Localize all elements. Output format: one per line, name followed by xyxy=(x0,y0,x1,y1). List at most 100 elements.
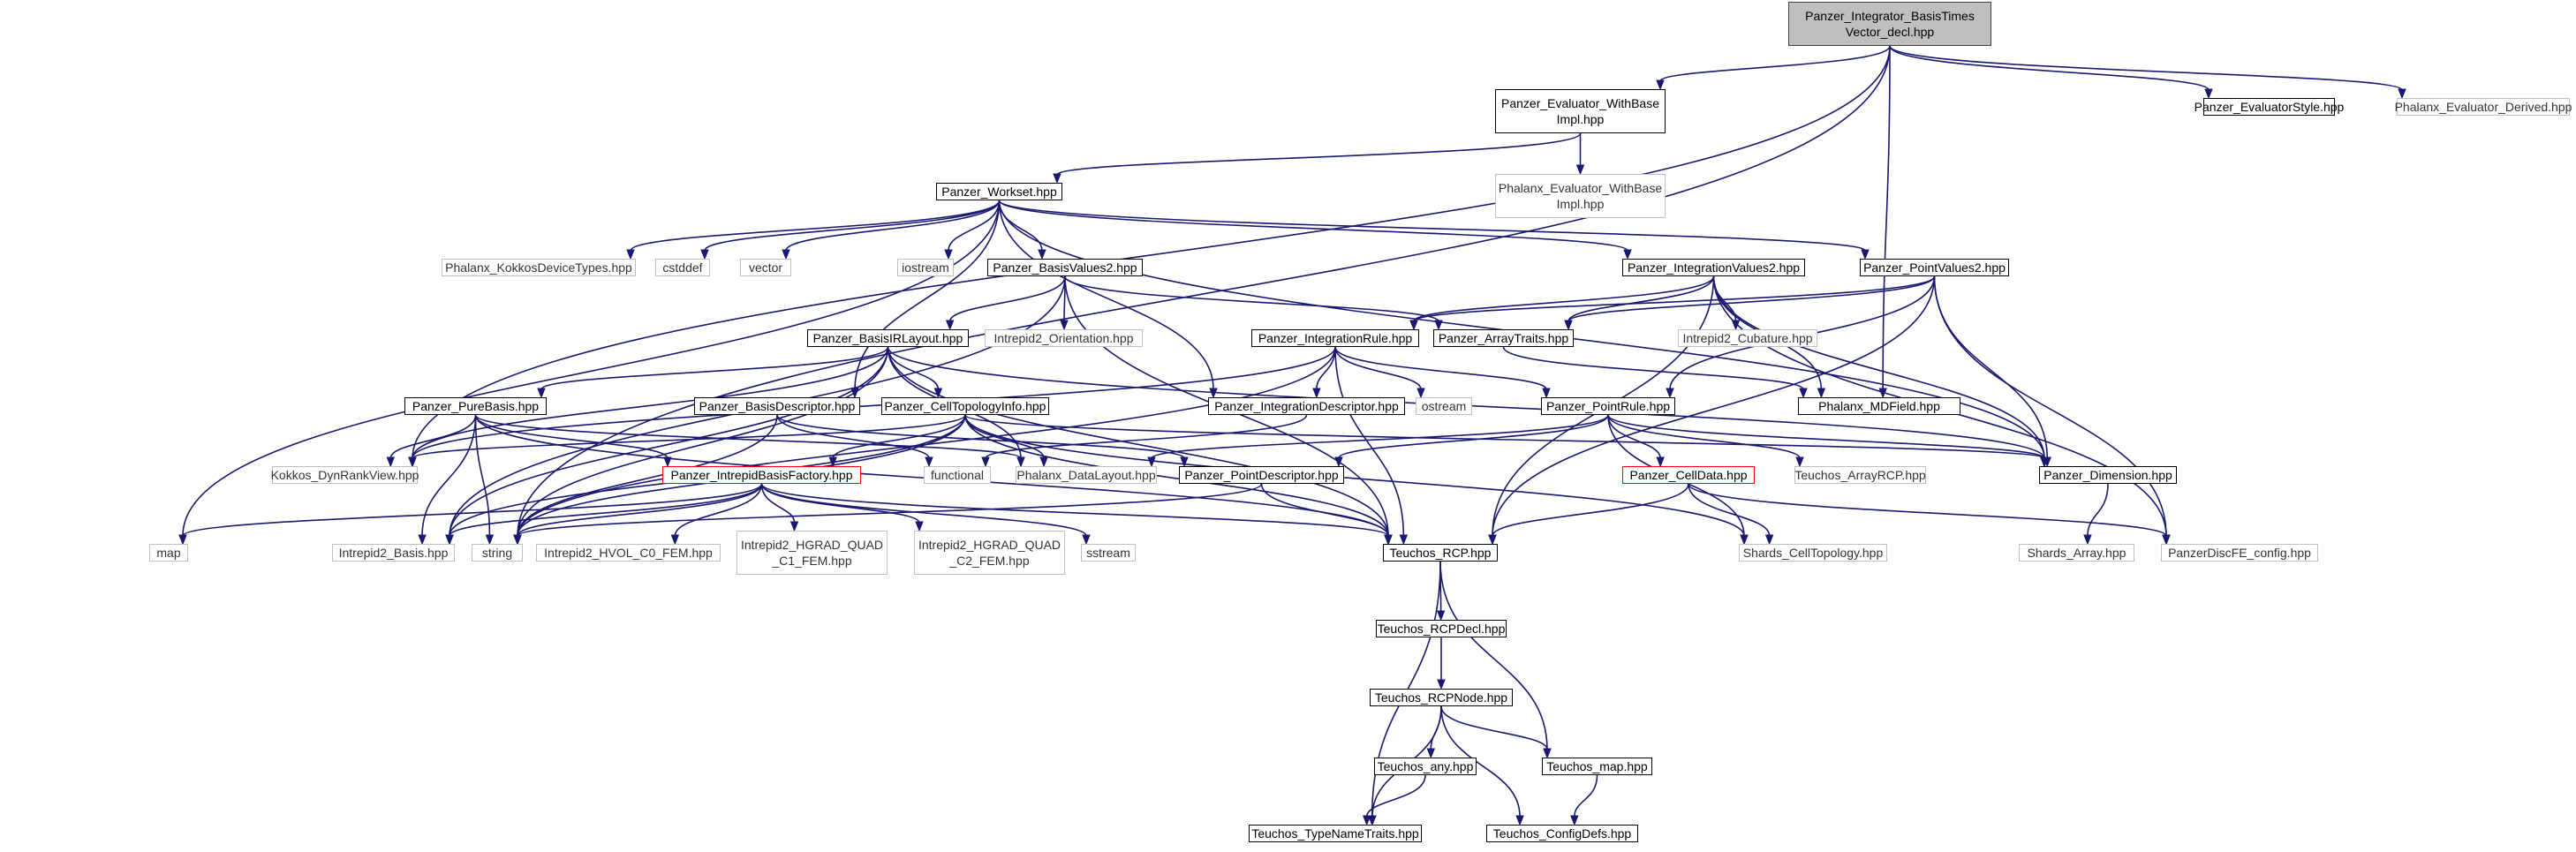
edge-purebasis-to-dynrank xyxy=(389,414,477,459)
edge-arraytraits-to-mdfield xyxy=(1502,346,1804,390)
edge-pointrule-to-datalayout xyxy=(1151,414,1609,459)
node-tmap[interactable]: Teuchos_map.hpp xyxy=(1542,758,1652,775)
edge-celltopo-to-shards_topo xyxy=(964,414,1745,537)
node-intvalues2[interactable]: Panzer_IntegrationValues2.hpp xyxy=(1622,259,1805,276)
node-phalanx-derived: Phalanx_Evaluator_Derived.hpp xyxy=(2394,98,2572,116)
node-arrayrcp: Teuchos_ArrayRCP.hpp xyxy=(1794,466,1926,484)
node-dimension[interactable]: Panzer_Dimension.hpp xyxy=(2039,466,2177,484)
edge-arrowhead xyxy=(789,521,799,532)
node-basisdesc[interactable]: Panzer_BasisDescriptor.hpp xyxy=(694,397,860,415)
edge-purebasis-to-basisfactory xyxy=(474,414,669,459)
edge-arrowhead xyxy=(1564,320,1573,331)
edge-arrowhead xyxy=(1334,456,1343,468)
node-purebasis[interactable]: Panzer_PureBasis.hpp xyxy=(404,397,547,415)
edge-basisfactory-to-string xyxy=(517,483,763,537)
edge-arrowhead xyxy=(670,534,680,546)
node-basisfactory[interactable]: Panzer_IntrepidBasisFactory.hpp xyxy=(662,466,861,484)
edge-arrowhead xyxy=(2204,88,2213,100)
node-pointvalues2[interactable]: Panzer_PointValues2.hpp xyxy=(1860,259,2009,276)
edge-basisfactory-to-map xyxy=(182,483,763,537)
edge-workset-to-pointvalues2 xyxy=(998,200,1866,252)
node-intdesc[interactable]: Panzer_IntegrationDescriptor.hpp xyxy=(1208,397,1405,415)
edge-root-to-eval_style xyxy=(1889,45,2210,91)
node-configdefs[interactable]: Teuchos_ConfigDefs.hpp xyxy=(1486,825,1638,842)
node-rcp[interactable]: Teuchos_RCP.hpp xyxy=(1383,544,1498,562)
edge-pointvalues2-to-dimension xyxy=(1933,275,2049,459)
edge-root-to-string xyxy=(517,45,1891,537)
node-rcpnode[interactable]: Teuchos_RCPNode.hpp xyxy=(1370,689,1513,706)
edge-root-to-phalanx_derived xyxy=(1889,45,2403,91)
edge-arrowhead xyxy=(1434,320,1443,331)
edge-arrowhead xyxy=(1437,679,1446,690)
edge-purebasis-to-datalayout xyxy=(474,414,1022,459)
edge-purebasis-to-basis xyxy=(421,414,477,537)
node-pointrule[interactable]: Panzer_PointRule.hpp xyxy=(1541,397,1675,415)
edge-basisvalues2-to-basisirlayout xyxy=(948,275,1066,322)
edge-arrowhead xyxy=(513,534,522,546)
node-basisirlayout[interactable]: Panzer_BasisIRLayout.hpp xyxy=(807,329,969,347)
edge-arrowhead xyxy=(1861,249,1870,260)
edge-workset-to-intdesc xyxy=(998,200,1214,390)
edge-arrowhead xyxy=(626,249,635,260)
node-hvol: Intrepid2_HVOL_C0_FEM.hpp xyxy=(536,544,721,562)
node-celltopo[interactable]: Panzer_CellTopologyInfo.hpp xyxy=(881,397,1049,415)
edge-intvalues2-to-arraytraits xyxy=(1568,275,1715,322)
edge-arrowhead xyxy=(700,249,709,260)
edge-arrowhead xyxy=(1312,388,1321,399)
node-map: map xyxy=(149,544,188,562)
edge-basisirlayout-to-dynrank xyxy=(412,346,889,459)
node-pointdesc[interactable]: Panzer_PointDescriptor.hpp xyxy=(1179,466,1344,484)
node-eval-withbase[interactable]: Panzer_Evaluator_WithBase Impl.hpp xyxy=(1495,89,1666,133)
node-mdfield[interactable]: Phalanx_MDField.hpp xyxy=(1798,397,1960,415)
edge-root-to-dynrank xyxy=(412,45,1891,459)
edge-basisirlayout-to-purebasis xyxy=(540,346,889,390)
node-workset[interactable]: Panzer_Workset.hpp xyxy=(936,183,1062,200)
edge-basisdesc-to-string xyxy=(517,414,778,537)
node-discfe: PanzerDiscFE_config.hpp xyxy=(2161,544,2318,562)
edge-pointvalues2-to-arraytraits xyxy=(1568,275,1936,322)
node-root[interactable]: Panzer_Integrator_BasisTimes Vector_decl… xyxy=(1788,2,1991,46)
edge-celldata-to-shards_topo xyxy=(1688,483,1771,537)
edge-arrowhead xyxy=(1764,534,1774,546)
edge-arrowhead xyxy=(1570,815,1579,826)
node-ostream: ostream xyxy=(1416,397,1472,415)
edge-arrowhead xyxy=(1038,249,1046,260)
edge-arrowhead xyxy=(933,388,943,399)
node-hgrad1: Intrepid2_HGRAD_QUAD _C1_FEM.hpp xyxy=(737,531,888,575)
node-typename[interactable]: Teuchos_TypeNameTraits.hpp xyxy=(1249,825,1422,842)
edge-pointvalues2-to-intrule xyxy=(1413,275,1936,322)
edge-intdesc-to-functional xyxy=(985,414,1308,459)
edge-arrowhead xyxy=(663,456,672,468)
edge-celldata-to-discfe xyxy=(1688,483,2167,537)
edge-rcp-to-tmap xyxy=(1439,561,1548,750)
node-celldata[interactable]: Panzer_CellData.hpp xyxy=(1622,466,1755,484)
edge-pointvalues2-to-rcp xyxy=(1492,275,1936,537)
node-any[interactable]: Teuchos_any.hpp xyxy=(1374,758,1477,775)
edge-arrowhead xyxy=(1488,534,1497,546)
edge-rcpnode-to-configdefs xyxy=(1440,705,1521,818)
edge-arrowhead xyxy=(1053,173,1061,185)
edge-arrowhead xyxy=(925,456,933,468)
edge-arrowhead xyxy=(981,456,990,468)
edge-root-to-eval_withbase xyxy=(1659,45,1891,82)
node-rcpdecl[interactable]: Teuchos_RCPDecl.hpp xyxy=(1376,620,1507,637)
edge-arrowhead xyxy=(1799,388,1808,399)
edge-arrowhead xyxy=(1575,164,1585,176)
edge-purebasis-to-string xyxy=(474,414,491,537)
edge-celltopo-to-dimension xyxy=(964,414,2045,459)
node-arraytraits[interactable]: Panzer_ArrayTraits.hpp xyxy=(1433,329,1574,347)
edge-arrowhead xyxy=(782,249,790,260)
edge-root-to-mdfield xyxy=(1882,45,1891,390)
edge-basisirlayout-to-celltopo xyxy=(887,346,940,390)
edge-any-to-typename xyxy=(1365,774,1426,818)
node-phalanx-withbase: Phalanx_Evaluator_WithBase Impl.hpp xyxy=(1495,174,1666,218)
node-intrule[interactable]: Panzer_IntegrationRule.hpp xyxy=(1251,329,1419,347)
edge-arrowhead xyxy=(418,534,427,546)
node-iostream: iostream xyxy=(897,259,954,276)
edge-arrowhead xyxy=(1666,388,1674,399)
node-eval-style[interactable]: Panzer_EvaluatorStyle.hpp xyxy=(2194,98,2345,116)
edge-arrowhead xyxy=(386,456,396,468)
edge-celltopo-to-dynrank xyxy=(412,414,966,459)
node-basisvalues2[interactable]: Panzer_BasisValues2.hpp xyxy=(987,259,1143,276)
node-cstddef: cstddef xyxy=(655,259,710,276)
